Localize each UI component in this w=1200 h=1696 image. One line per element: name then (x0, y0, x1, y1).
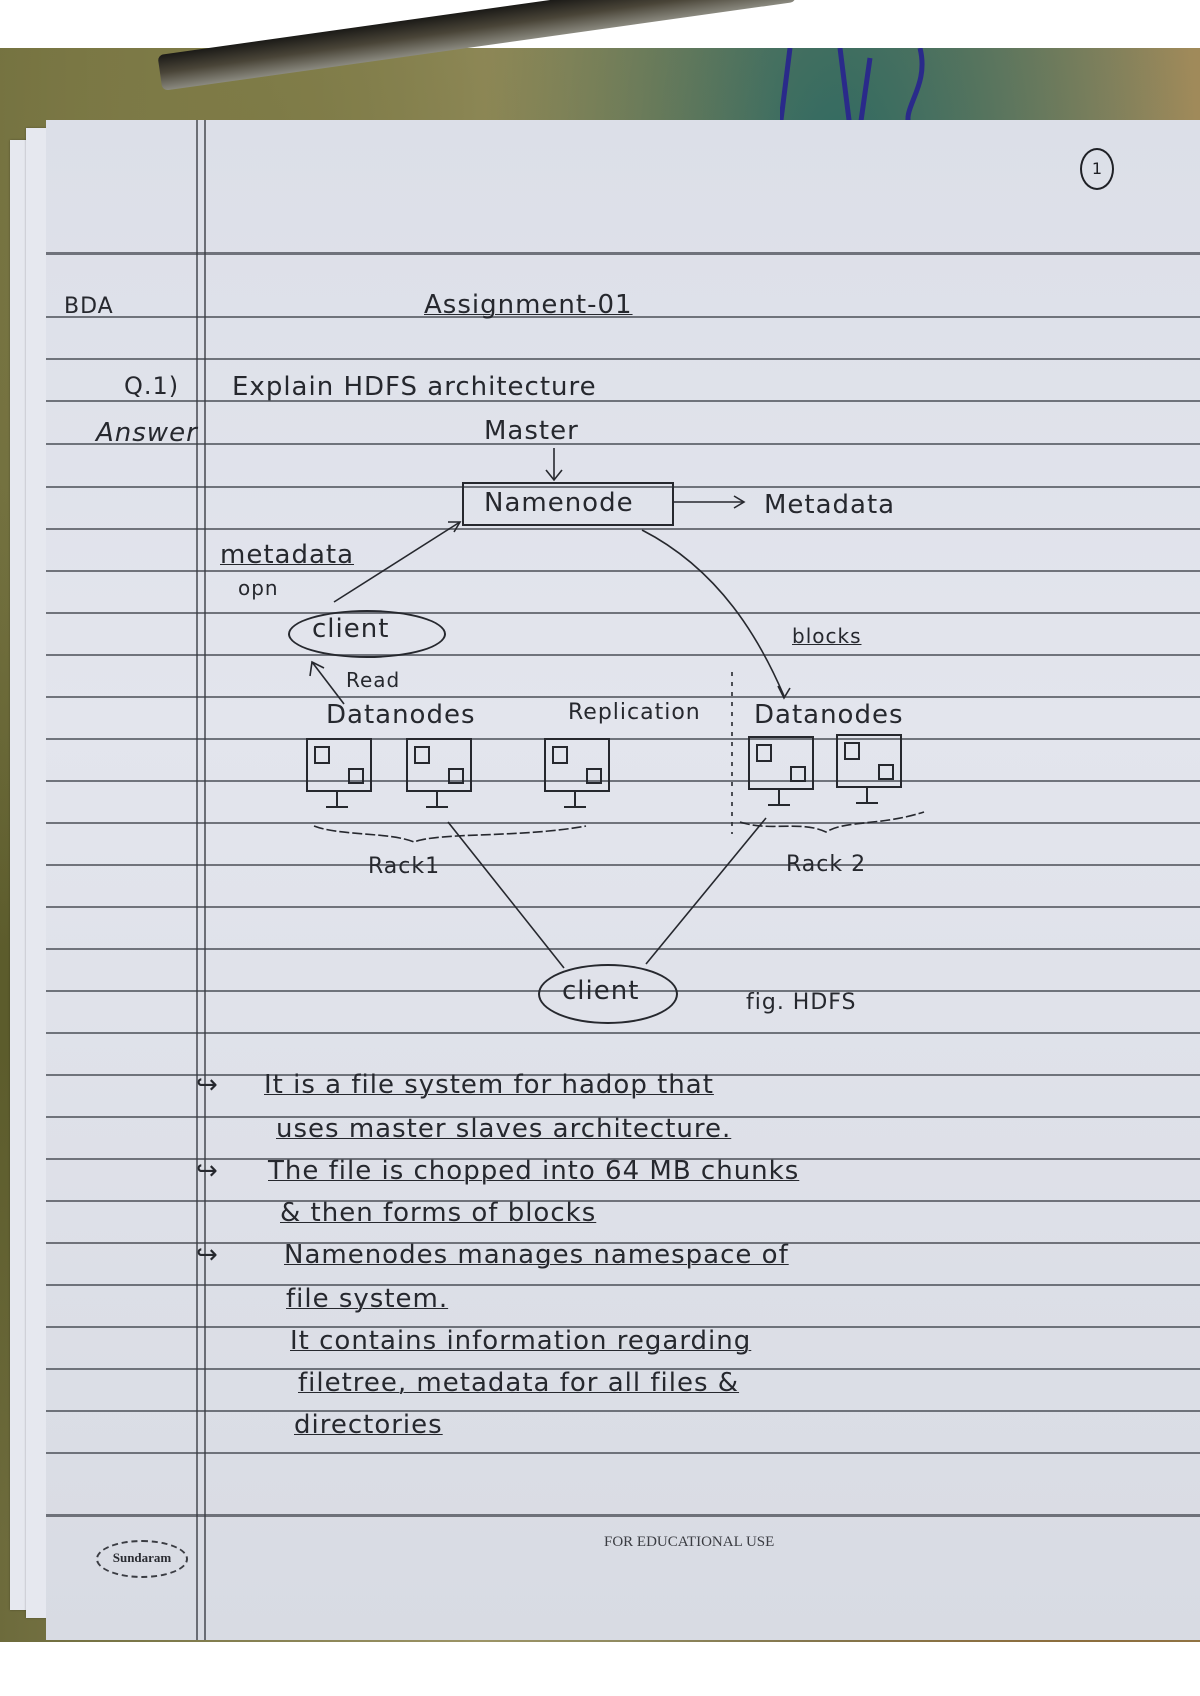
answer-label: Answer (96, 418, 198, 448)
answer-point-2-line-1: The file is chopped into 64 MB chunks (268, 1156, 800, 1186)
replication-label: Replication (568, 700, 701, 725)
datanodes-left-label: Datanodes (326, 700, 476, 730)
question-text: Explain HDFS architecture (232, 372, 597, 402)
datanode-computer-icon (306, 738, 372, 808)
rule-line (46, 1200, 1200, 1202)
rule-line (46, 358, 1200, 360)
rule-line (46, 780, 1200, 782)
rule-line (46, 1410, 1200, 1412)
answer-point-3-line-4: filetree, metadata for all files & (298, 1368, 740, 1398)
rack1-label: Rack1 (368, 854, 441, 879)
blocks-label: blocks (792, 624, 862, 648)
rule-line (46, 696, 1200, 698)
namenode-box (462, 482, 674, 526)
brand-logo: Sundaram (96, 1540, 188, 1578)
figure-caption: fig. HDFS (746, 990, 857, 1015)
datanodes-right-label: Datanodes (754, 700, 904, 730)
page-number-circle: 1 (1080, 148, 1114, 190)
client-top-ellipse (288, 610, 446, 658)
answer-point-3-line-3: It contains information regarding (290, 1326, 752, 1356)
rule-line (46, 443, 1200, 445)
rack2-label: Rack 2 (786, 852, 867, 877)
answer-point-1-line-1: It is a file system for hadop that (264, 1070, 714, 1100)
rule-line (46, 316, 1200, 318)
question-label: Q.1) (124, 372, 180, 400)
rule-line (46, 1368, 1200, 1370)
ink-scribble (780, 48, 925, 128)
notebook-page (46, 120, 1200, 1640)
rule-line (46, 1326, 1200, 1328)
read-label: Read (346, 668, 401, 692)
rule-line (46, 864, 1200, 866)
datanode-computer-icon (406, 738, 472, 808)
footer-notice: FOR EDUCATIONAL USE (604, 1534, 775, 1550)
rule-line (46, 1158, 1200, 1160)
client-bottom-label: client (562, 976, 640, 1006)
rule-line (46, 1116, 1200, 1118)
datanode-computer-icon (544, 738, 610, 808)
datanode-computer-icon (748, 736, 814, 806)
bullet-arrow-icon: ↪ (196, 1240, 219, 1270)
rule-line (46, 948, 1200, 950)
client-bottom-ellipse (538, 964, 678, 1024)
datanode-computer-icon (836, 734, 902, 804)
header-rule (46, 252, 1200, 255)
rule-line (46, 1242, 1200, 1244)
footer-rule (46, 1514, 1200, 1517)
rule-line (46, 528, 1200, 530)
rule-line (46, 1074, 1200, 1076)
rule-line (46, 1284, 1200, 1286)
margin-line (196, 120, 198, 1640)
subject-label: BDA (64, 294, 114, 319)
metadata-op-label: metadata (220, 540, 355, 570)
answer-point-1-line-2: uses master slaves architecture. (276, 1114, 732, 1144)
rule-line (46, 1032, 1200, 1034)
namenode-label: Namenode (484, 488, 634, 518)
bullet-arrow-icon: ↪ (196, 1156, 219, 1186)
rule-line (46, 654, 1200, 656)
rule-line (46, 486, 1200, 488)
master-label: Master (484, 416, 579, 446)
answer-point-3-line-2: file system. (286, 1284, 449, 1314)
client-top-label: client (312, 614, 390, 644)
rule-line (46, 570, 1200, 572)
margin-line (204, 120, 206, 1640)
rule-line (46, 906, 1200, 908)
metadata-label: Metadata (764, 490, 896, 520)
rule-line (46, 400, 1200, 402)
rule-line (46, 612, 1200, 614)
rule-line (46, 738, 1200, 740)
metadata-op-sub-label: opn (238, 576, 279, 600)
page-title: Assignment-01 (424, 290, 633, 320)
rule-line (46, 1452, 1200, 1454)
answer-point-2-line-2: & then forms of blocks (280, 1198, 597, 1228)
answer-point-3-line-5: directories (294, 1410, 443, 1440)
answer-point-3-line-1: Namenodes manages namespace of (284, 1240, 789, 1270)
rule-line (46, 822, 1200, 824)
bullet-arrow-icon: ↪ (196, 1070, 219, 1100)
